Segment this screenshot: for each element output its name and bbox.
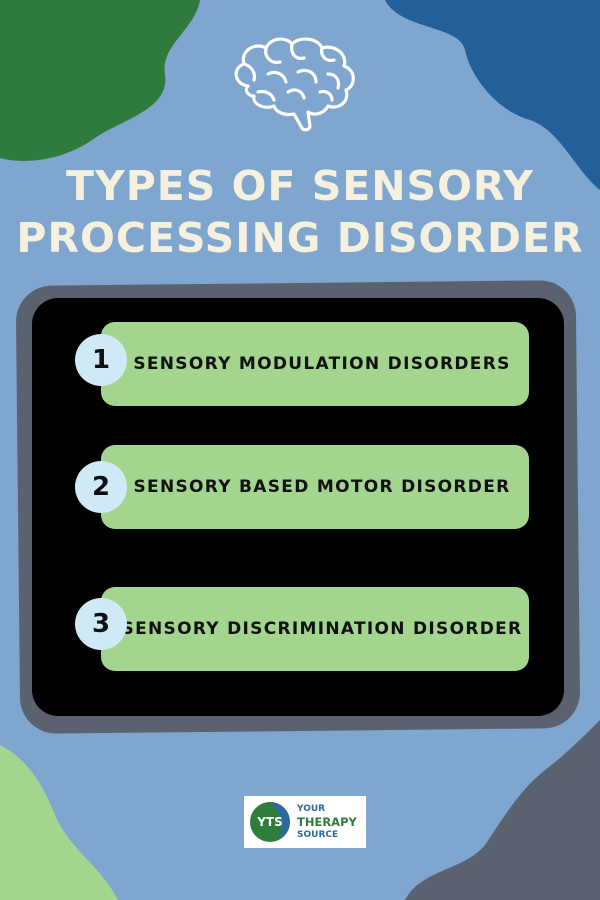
list-item-1: Sensory Modulation Disorders xyxy=(101,322,529,406)
title-line-2: Processing Disorder xyxy=(16,214,584,262)
list-item-3: Sensory Discrimination Disorder xyxy=(101,587,529,671)
number-badge-1: 1 xyxy=(75,334,127,386)
green-blob-top-left xyxy=(0,0,200,161)
list-item-label: Sensory Modulation Disorders xyxy=(133,354,511,374)
list-item-label: Sensory Discrimination Disorder xyxy=(121,619,523,639)
page-title: Types of Sensory Processing Disorder xyxy=(0,160,600,264)
yts-logo-icon: YTS xyxy=(248,800,292,844)
logo-line-3: SOURCE xyxy=(297,829,339,840)
list-item-2: Sensory Based Motor Disorder xyxy=(101,445,529,529)
gray-blob-bottom-right xyxy=(405,720,600,900)
title-line-1: Types of Sensory xyxy=(66,162,534,210)
number-badge-2: 2 xyxy=(75,461,127,513)
logo-line-1: YOUR xyxy=(297,803,326,814)
logo-mark-text: YTS xyxy=(257,815,283,829)
light-green-blob-bottom-left xyxy=(0,745,118,900)
brand-logo: YTS YOUR THERAPY SOURCE xyxy=(244,796,366,848)
list-item-label: Sensory Based Motor Disorder xyxy=(133,477,511,497)
logo-line-2: THERAPY xyxy=(297,814,357,829)
brain-icon xyxy=(234,37,355,132)
blue-blob-top-right xyxy=(385,0,600,190)
number-badge-3: 3 xyxy=(75,598,127,650)
logo-wordmark: YOUR THERAPY SOURCE xyxy=(297,803,357,842)
